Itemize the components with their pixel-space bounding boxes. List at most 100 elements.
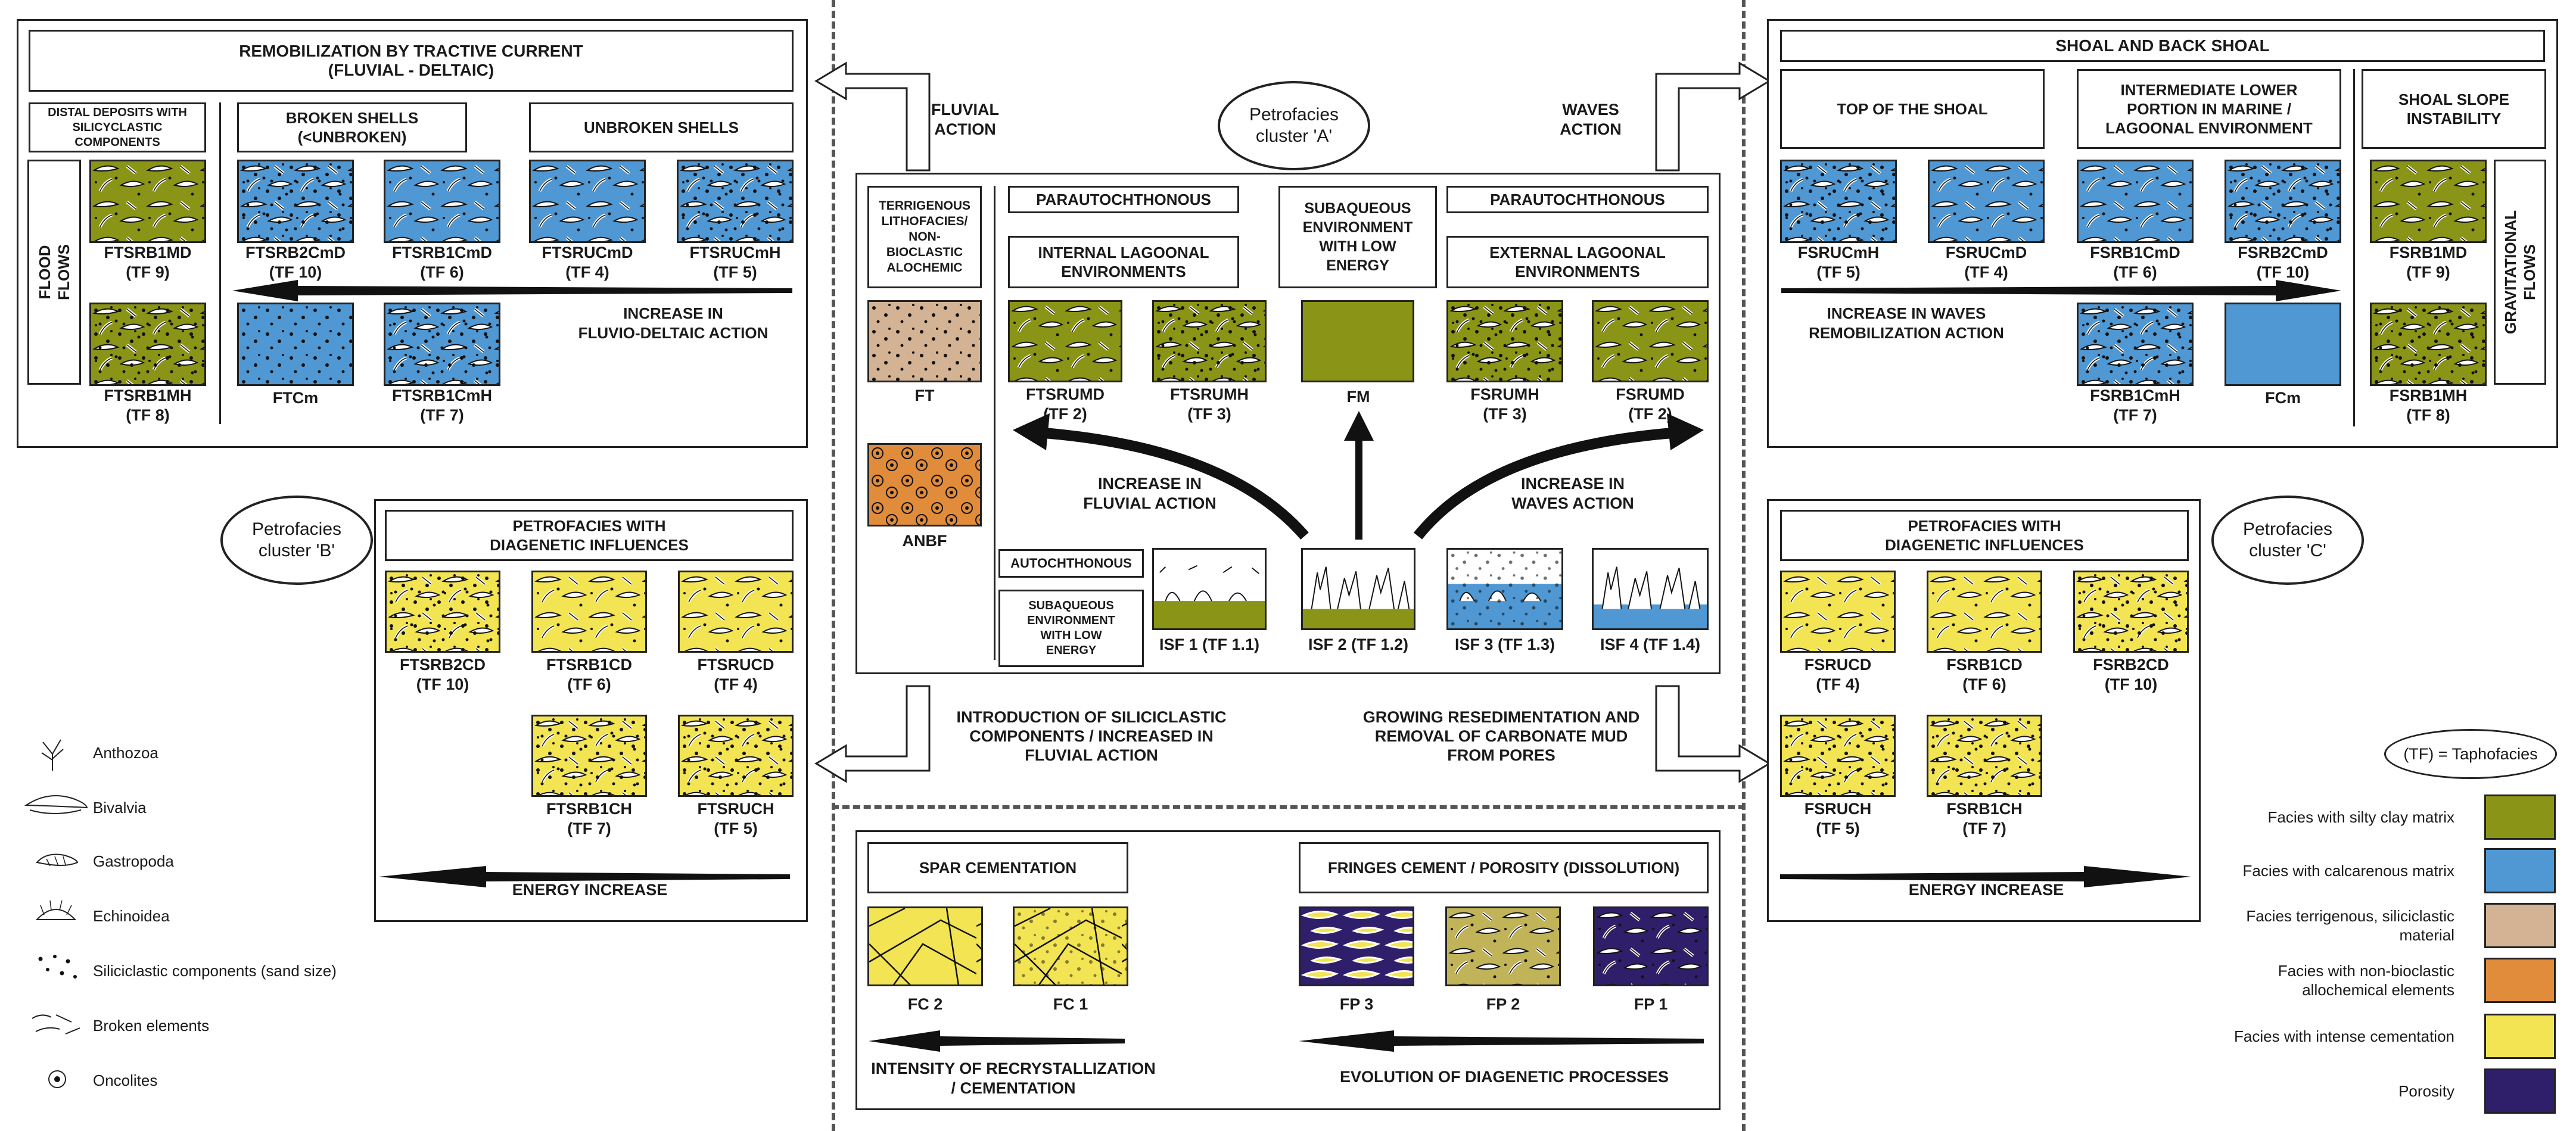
facies-swatch-fp1 <box>1593 906 1709 986</box>
facies-swatch-fsrb1mh <box>2370 303 2487 386</box>
facies-swatch-ftsrb1cmd <box>384 160 500 243</box>
isf-label-4: ISF 4 (TF 1.4) <box>1600 635 1701 653</box>
intermediate-lower-header: INTERMEDIATE LOWER PORTION IN MARINE / L… <box>2077 69 2341 149</box>
facies-label-fsrb1ch: FSRB1CH(TF 7) <box>1946 800 2023 837</box>
facies-label-ftsrb1mh: FTSRB1MH(TF 8) <box>104 387 192 424</box>
facies-swatch-fsruch <box>1780 715 1896 797</box>
external-lagoonal-header: EXTERNAL LAGOONAL ENVIRONMENTS <box>1446 236 1709 288</box>
top-left-title: REMOBILIZATION BY TRACTIVE CURRENT (FLUV… <box>29 30 794 92</box>
mid-right-panel <box>1767 499 2201 922</box>
isf-swatch-4 <box>1592 548 1709 630</box>
top-left-column-divider <box>219 102 221 424</box>
facies-label-fp3: FP 3 <box>1339 995 1374 1013</box>
intensity-text: INTENSITY OF RECRYSTALLIZATION / CEMENTA… <box>871 1060 1156 1097</box>
legend-label-calcarenous: Facies with calcarenous matrix <box>2242 862 2454 880</box>
facies-label-fsrb1cmh: FSRB1CmH(TF 7) <box>2090 387 2180 424</box>
echinoidea-icon <box>35 900 77 920</box>
energy-increase-arrow-left <box>379 866 790 887</box>
evolution-text: EVOLUTION OF DIAGENETIC PROCESSES <box>1339 1068 1669 1086</box>
facies-swatch-anbf <box>867 443 982 526</box>
energy-increase-text-left: ENERGY INCREASE <box>512 881 668 899</box>
facies-label-anbf: ANBF <box>902 532 947 550</box>
facies-label-fsrucmd: FSRUCmD(TF 4) <box>1945 244 2027 281</box>
intro-siliciclastic-text: INTRODUCTION OF SILICICLASTIC COMPONENTS… <box>956 708 1227 764</box>
facies-label-fsrucmh: FSRUCmH(TF 5) <box>1797 244 1880 281</box>
gravitational-flows-label: GRAVITATIONAL FLOWS <box>2494 160 2546 385</box>
isf-label-2: ISF 2 (TF 1.2) <box>1308 635 1409 653</box>
legend-label-gastropoda: Gastropoda <box>93 852 174 870</box>
increase-waves-text: INCREASE IN WAVES ACTION <box>1511 475 1634 512</box>
facies-label-ftsrumh: FTSRUMH(TF 3) <box>1170 385 1249 423</box>
facies-swatch-fsrb1cd <box>1927 571 2042 653</box>
legend-swatch-cementation <box>2484 1014 2556 1059</box>
legend-swatch-terrigenous <box>2484 903 2556 948</box>
facies-swatch-fsrb1cmh <box>2077 303 2194 386</box>
facies-swatch-ftsrb2cmd <box>237 160 354 243</box>
facies-swatch-ftsrucmh <box>677 160 794 243</box>
anthozoa-icon <box>41 739 64 771</box>
growing-resedimentation-arrow <box>1655 685 1771 783</box>
legend-label-siliciclastic: Siliciclastic components (sand size) <box>93 962 337 980</box>
isf-swatch-3 <box>1446 548 1563 630</box>
facies-label-fsrb1cmd: FSRB1CmD(TF 6) <box>2090 244 2180 281</box>
facies-swatch-fsrb1cmd <box>2077 160 2194 243</box>
facies-label-fsrb1cd: FSRB1CD(TF 6) <box>1946 656 2023 693</box>
bivalvia-icon <box>24 795 88 814</box>
facies-swatch-ftsrumd <box>1008 300 1122 382</box>
facies-swatch-fsrumd <box>1592 300 1709 382</box>
siliciclastic-icon <box>38 955 77 979</box>
facies-label-fsrb2cmd: FSRB2CmD(TF 10) <box>2238 244 2328 281</box>
left-dashed-divider <box>832 0 835 1131</box>
mid-left-title: PETROFACIES WITH DIAGENETIC INFLUENCES <box>385 510 794 561</box>
facies-swatch-fc2 <box>867 906 983 986</box>
facies-swatch-fsrucmh <box>1780 160 1897 243</box>
oncolites-icon <box>48 1070 66 1088</box>
facies-swatch-ftsrucd <box>678 571 794 653</box>
waves-remobilization-arrow <box>1781 280 2341 301</box>
facies-swatch-fsrumh <box>1446 300 1563 382</box>
top-of-shoal-header: TOP OF THE SHOAL <box>1780 69 2045 149</box>
facies-label-fc1: FC 1 <box>1053 995 1088 1013</box>
facies-label-ftsrucmd: FTSRUCmD(TF 4) <box>542 244 633 281</box>
facies-swatch-fp3 <box>1299 906 1414 986</box>
cluster-b-ellipse: Petrofacies cluster 'B' <box>220 496 373 585</box>
top-right-title: SHOAL AND BACK SHOAL <box>1780 30 2545 62</box>
legend-swatch-non-bioclastic <box>2484 958 2556 1003</box>
facies-swatch-fc1 <box>1013 906 1128 986</box>
facies-label-ftsrb1cmd: FTSRB1CmD(TF 6) <box>391 244 492 281</box>
mid-right-title: PETROFACIES WITH DIAGENETIC INFLUENCES <box>1780 510 2189 561</box>
facies-swatch-ftsrb1cd <box>531 571 647 653</box>
autochthonous-header: AUTOCHTHONOUS <box>998 549 1144 578</box>
facies-label-fc2: FC 2 <box>907 995 943 1013</box>
waves-remobilization-text: INCREASE IN WAVES REMOBILIZATION ACTION <box>1809 304 2004 342</box>
facies-swatch-fsrb1ch <box>1927 715 2042 797</box>
right-dashed-divider <box>1742 0 1746 1131</box>
legend-label-cementation: Facies with intense cementation <box>2234 1027 2454 1045</box>
legend-label-broken-elements: Broken elements <box>93 1017 210 1035</box>
facies-swatch-ftsruch <box>678 715 794 797</box>
facies-label-ftsrb1md: FTSRB1MD(TF 9) <box>104 244 192 281</box>
facies-label-ftsrb1cmh: FTSRB1CmH(TF 7) <box>391 387 492 424</box>
facies-swatch-fsrb1md <box>2370 160 2487 243</box>
isf-swatch-1 <box>1152 548 1267 630</box>
distal-deposits-header: DISTAL DEPOSITS WITH SILICYCLASTIC COMPO… <box>29 102 206 152</box>
mid-left-panel <box>374 499 808 922</box>
intro-siliciclastic-arrow <box>814 685 931 783</box>
facies-label-ftsrb1cd: FTSRB1CD(TF 6) <box>546 656 632 693</box>
legend-label-terrigenous: Facies terrigenous, siliciclastic materi… <box>2246 907 2454 944</box>
facies-label-fsrb1md: FSRB1MD(TF 9) <box>2389 244 2468 281</box>
shoal-slope-header: SHOAL SLOPE INSTABILITY <box>2362 69 2546 149</box>
facies-swatch-ftcm <box>237 303 354 386</box>
facies-swatch-ftsrb1md <box>89 160 206 243</box>
facies-swatch-fp2 <box>1445 906 1561 986</box>
facies-label-fsrucd: FSRUCD(TF 4) <box>1804 656 1872 693</box>
subaqueous-top-header: SUBAQUEOUS ENVIRONMENT WITH LOW ENERGY <box>1278 186 1437 288</box>
facies-label-ftsrucd: FTSRUCD(TF 4) <box>697 656 774 693</box>
facies-swatch-fm <box>1301 300 1414 382</box>
facies-label-fp2: FP 2 <box>1486 995 1520 1013</box>
legend-swatch-porosity <box>2484 1068 2556 1114</box>
facies-swatch-ft <box>867 300 982 382</box>
fluvial-action-label: FLUVIAL ACTION <box>931 101 999 138</box>
legend-swatch-silty-clay <box>2484 794 2556 840</box>
cluster-c-ellipse: Petrofacies cluster 'C' <box>2211 496 2364 585</box>
